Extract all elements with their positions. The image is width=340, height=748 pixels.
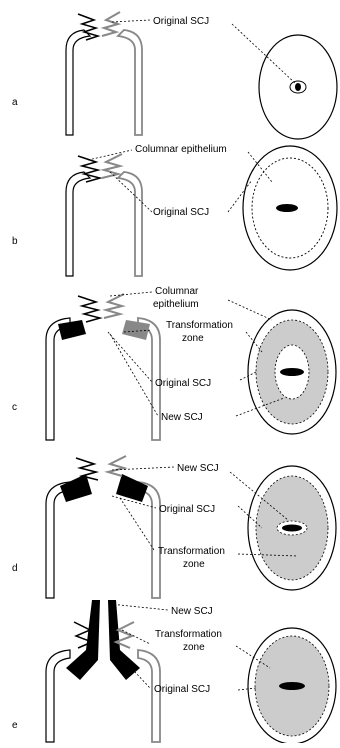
label-new-scj-c: New SCJ bbox=[161, 412, 203, 423]
panel-letter-b: b bbox=[12, 236, 18, 247]
label-original-scj-b: Original SCJ bbox=[153, 207, 209, 218]
cervix-face-b bbox=[243, 146, 337, 270]
cervix-section-e bbox=[46, 600, 160, 742]
panel-letter-d: d bbox=[12, 563, 18, 574]
label-transformation-d-line1: Transformation bbox=[158, 546, 225, 557]
label-original-scj-c: Original SCJ bbox=[155, 378, 211, 389]
label-columnar-epithelium-b: Columnar epithelium bbox=[135, 144, 227, 155]
panel-b: b Columnar epithelium Original SCJ bbox=[12, 144, 337, 276]
panel-a: a Original SCJ bbox=[12, 12, 337, 139]
label-transformation-c-line2: zone bbox=[182, 333, 204, 344]
label-original-scj-d: Original SCJ bbox=[159, 504, 215, 515]
label-columnar-c-line1: Columnar bbox=[155, 286, 199, 297]
panel-letter-c: c bbox=[12, 402, 17, 413]
panel-letter-e: e bbox=[12, 720, 18, 731]
label-new-scj-d: New SCJ bbox=[177, 463, 219, 474]
cervix-section-c bbox=[46, 294, 160, 440]
cervix-section-d bbox=[46, 456, 160, 598]
label-transformation-d-line2: zone bbox=[183, 559, 205, 570]
label-transformation-e-line2: zone bbox=[183, 642, 205, 653]
cervix-section-b bbox=[66, 154, 142, 276]
label-columnar-c-line2: epithelium bbox=[153, 299, 199, 310]
panel-e: e New SCJ Transformation zone Original S… bbox=[12, 600, 336, 743]
cervix-face-c bbox=[248, 310, 336, 434]
label-transformation-c-line1: Transformation bbox=[166, 320, 233, 331]
cervix-section-a bbox=[66, 12, 142, 135]
label-original-scj-e: Original SCJ bbox=[154, 684, 210, 695]
cervix-face-e bbox=[248, 628, 336, 743]
panel-letter-a: a bbox=[12, 97, 18, 108]
panel-d: d New SCJ Original SCJ Transformation zo… bbox=[12, 456, 336, 598]
cervix-face-a bbox=[259, 35, 337, 139]
cervix-face-d bbox=[248, 466, 336, 590]
label-original-scj-a: Original SCJ bbox=[153, 16, 209, 27]
panel-c: c Columnar epithelium Transformation zon… bbox=[12, 286, 336, 440]
label-new-scj-e: New SCJ bbox=[171, 606, 213, 617]
label-transformation-e-line1: Transformation bbox=[155, 629, 222, 640]
